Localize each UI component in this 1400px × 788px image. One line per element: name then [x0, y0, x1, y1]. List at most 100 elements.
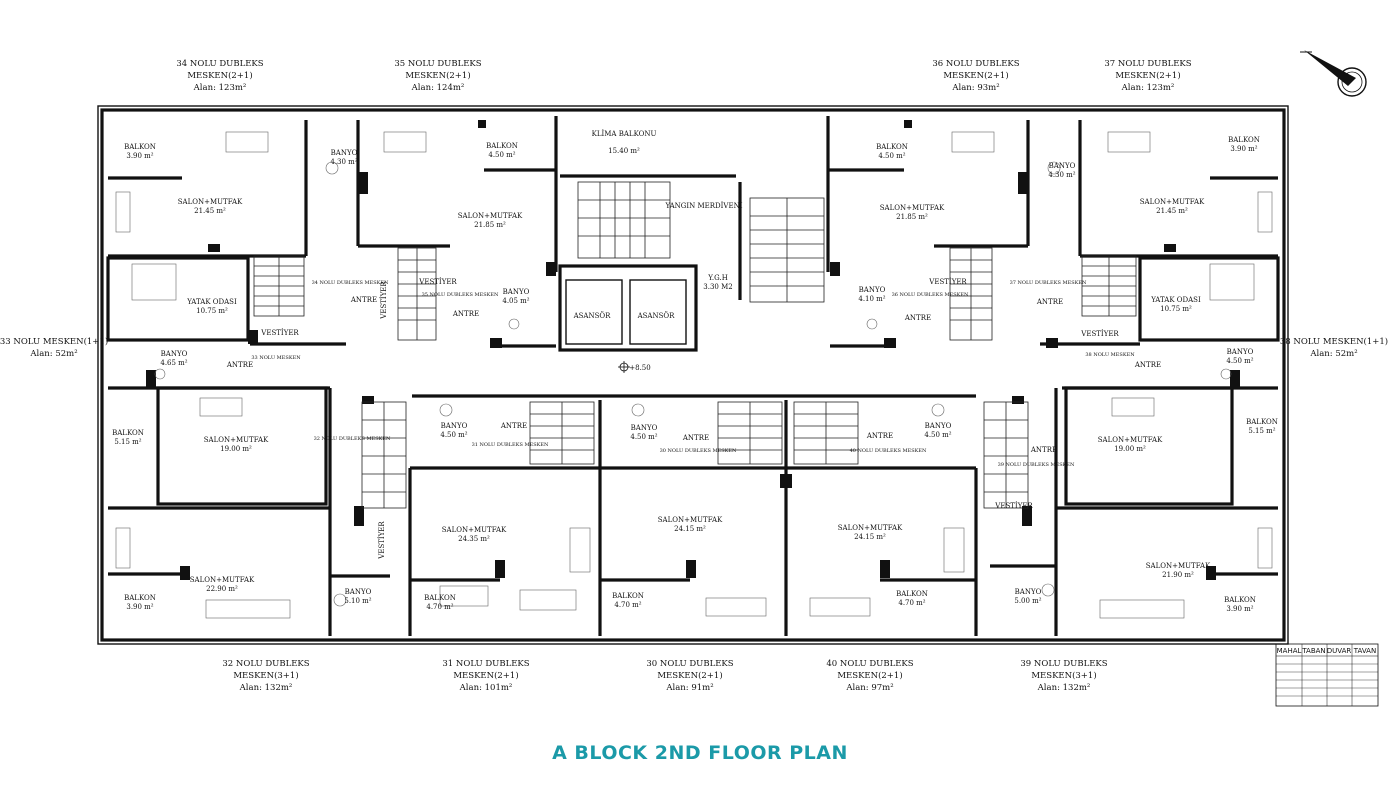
svg-text:3.30 M2: 3.30 M2 [703, 283, 732, 291]
svg-text:+8.50: +8.50 [629, 364, 650, 372]
unit-40-label: 40 NOLU DUBLEKS MESKEN(2+1) Alan: 97m² [826, 659, 913, 693]
svg-text:33 NOLU MESKEN(1+1): 33 NOLU MESKEN(1+1) [0, 336, 108, 347]
room-salon-37: SALON+MUTFAK [1140, 198, 1205, 206]
room-banyo-36: BANYO [859, 286, 886, 294]
svg-text:Alan: 123m²: Alan: 123m² [193, 83, 247, 93]
room-salon-36: SALON+MUTFAK [880, 204, 945, 212]
stairs [253, 181, 1137, 509]
svg-text:MESKEN(2+1): MESKEN(2+1) [1115, 70, 1180, 81]
svg-text:5.15 m²: 5.15 m² [1248, 427, 1275, 435]
structural-columns [146, 120, 1240, 580]
svg-text:4.50 m²: 4.50 m² [630, 433, 657, 441]
room-antre-39: ANTRE [1030, 446, 1057, 454]
room-banyo-32: BANYO [345, 588, 372, 596]
svg-text:4.30 m²: 4.30 m² [1048, 171, 1075, 179]
svg-text:Alan: 123m²: Alan: 123m² [1121, 83, 1175, 93]
svg-text:Alan: 124m²: Alan: 124m² [411, 83, 465, 93]
svg-text:4.65 m²: 4.65 m² [160, 359, 187, 367]
room-vestiyer-34: VESTİYER [260, 328, 299, 337]
room-salon-39: SALON+MUTFAK [1146, 562, 1211, 570]
interior-walls [106, 116, 1280, 636]
room-banyo-31: BANYO [441, 422, 468, 430]
svg-text:31 NOLU DUBLEKS: 31 NOLU DUBLEKS [442, 659, 529, 669]
svg-text:10.75 m²: 10.75 m² [1160, 305, 1192, 313]
svg-text:MESKEN(3+1): MESKEN(3+1) [233, 670, 298, 681]
room-balkon-36: BALKON [876, 143, 908, 151]
svg-text:34 NOLU DUBLEKS: 34 NOLU DUBLEKS [176, 59, 263, 69]
room-40-dubleks: 40 NOLU DUBLEKS MESKEN [850, 448, 927, 454]
room-banyo-34: BANYO [331, 149, 358, 157]
room-balkon-32: BALKON [124, 594, 156, 602]
svg-text:TABAN: TABAN [1301, 647, 1325, 655]
room-balkon-39a: BALKON [1246, 418, 1278, 426]
unit-34-label: 34 NOLU DUBLEKS MESKEN(2+1) Alan: 123m² [176, 59, 263, 93]
room-banyo-40: BANYO [925, 422, 952, 430]
svg-text:3.90 m²: 3.90 m² [126, 603, 153, 611]
unit-39-label: 39 NOLU DUBLEKS MESKEN(3+1) Alan: 132m² [1020, 659, 1107, 693]
room-vestiyer-39: VESTİYER [994, 501, 1033, 510]
room-salon-35: SALON+MUTFAK [458, 212, 523, 220]
room-balkon-35: BALKON [486, 142, 518, 150]
svg-text:Alan: 52m²: Alan: 52m² [1309, 349, 1357, 359]
svg-text:32 NOLU DUBLEKS: 32 NOLU DUBLEKS [222, 659, 309, 669]
room-33-mesken: 33 NOLU MESKEN [251, 355, 301, 361]
unit-32-label: 32 NOLU DUBLEKS MESKEN(3+1) Alan: 132m² [222, 659, 309, 693]
svg-text:19.00 m²: 19.00 m² [1114, 445, 1146, 453]
room-antre-31: ANTRE [500, 422, 527, 430]
svg-text:4.50 m²: 4.50 m² [924, 431, 951, 439]
svg-text:Alan: 91m²: Alan: 91m² [665, 683, 713, 693]
room-balkon-32a: BALKON [112, 429, 144, 437]
room-38-mesken: 38 NOLU MESKEN [1085, 352, 1135, 358]
svg-text:MESKEN(2+1): MESKEN(2+1) [187, 70, 252, 81]
svg-text:3.90 m²: 3.90 m² [1226, 605, 1253, 613]
unit-labels: 34 NOLU DUBLEKS MESKEN(2+1) Alan: 123m² … [0, 59, 1388, 693]
svg-text:MESKEN(3+1): MESKEN(3+1) [1031, 670, 1096, 681]
room-vestiyer-37: VESTİYER [1080, 329, 1119, 338]
room-antre-40: ANTRE [866, 432, 893, 440]
room-salon-39a: SALON+MUTFAK [1098, 436, 1163, 444]
unit-38-label: 38 NOLU MESKEN(1+1) Alan: 52m² [1280, 336, 1388, 359]
room-antre-38: ANTRE [1134, 361, 1161, 369]
svg-text:TAVAN: TAVAN [1353, 647, 1376, 655]
unit-36-label: 36 NOLU DUBLEKS MESKEN(2+1) Alan: 93m² [932, 59, 1019, 93]
room-antre-37: ANTRE [1036, 298, 1063, 306]
svg-text:5.15 m²: 5.15 m² [114, 438, 141, 446]
room-34-dubleks: 34 NOLU DUBLEKS MESKEN [312, 280, 389, 286]
unit-33-label: 33 NOLU MESKEN(1+1) Alan: 52m² [0, 336, 108, 359]
material-legend-table: MAHAL TABAN DUVAR TAVAN [1275, 643, 1379, 707]
svg-text:5.10 m²: 5.10 m² [344, 597, 371, 605]
svg-text:DUVAR: DUVAR [1327, 647, 1352, 655]
room-yatak-34: YATAK ODASI [186, 298, 237, 306]
svg-text:36 NOLU DUBLEKS: 36 NOLU DUBLEKS [932, 59, 1019, 69]
room-banyo-33: BANYO [161, 350, 188, 358]
room-39-dubleks: 39 NOLU DUBLEKS MESKEN [998, 462, 1075, 468]
unit-31-label: 31 NOLU DUBLEKS MESKEN(2+1) Alan: 101m² [442, 659, 529, 693]
room-vestiyer-36: VESTİYER [928, 277, 967, 286]
room-banyo-30: BANYO [631, 424, 658, 432]
svg-text:21.45 m²: 21.45 m² [194, 207, 226, 215]
svg-text:Alan: 132m²: Alan: 132m² [239, 683, 293, 693]
level-marker: +8.50 [618, 361, 651, 373]
svg-text:4.30 m²: 4.30 m² [330, 158, 357, 166]
room-antre-35: ANTRE [452, 310, 479, 318]
svg-text:4.05 m²: 4.05 m² [502, 297, 529, 305]
svg-text:4.70 m²: 4.70 m² [898, 599, 925, 607]
room-salon-34: SALON+MUTFAK [178, 198, 243, 206]
svg-text:24.15 m²: 24.15 m² [674, 525, 706, 533]
room-balkon-39: BALKON [1224, 596, 1256, 604]
svg-text:4.50 m²: 4.50 m² [488, 151, 515, 159]
svg-text:MESKEN(2+1): MESKEN(2+1) [453, 670, 518, 681]
svg-text:10.75 m²: 10.75 m² [196, 307, 228, 315]
svg-text:4.50 m²: 4.50 m² [1226, 357, 1253, 365]
room-36-dubleks: 36 NOLU DUBLEKS MESKEN [892, 292, 969, 298]
svg-text:21.90 m²: 21.90 m² [1162, 571, 1194, 579]
room-salon-32a: SALON+MUTFAK [204, 436, 269, 444]
room-banyo-39: BANYO [1015, 588, 1042, 596]
svg-text:MESKEN(2+1): MESKEN(2+1) [657, 670, 722, 681]
svg-text:Alan: 97m²: Alan: 97m² [845, 683, 893, 693]
room-banyo-37: BANYO [1049, 162, 1076, 170]
room-banyo-38: BANYO [1227, 348, 1254, 356]
room-klima-balkonu: KLİMA BALKONU [592, 129, 657, 138]
room-yangin-merdiveni: YANGIN MERDİVENİ [665, 201, 743, 210]
